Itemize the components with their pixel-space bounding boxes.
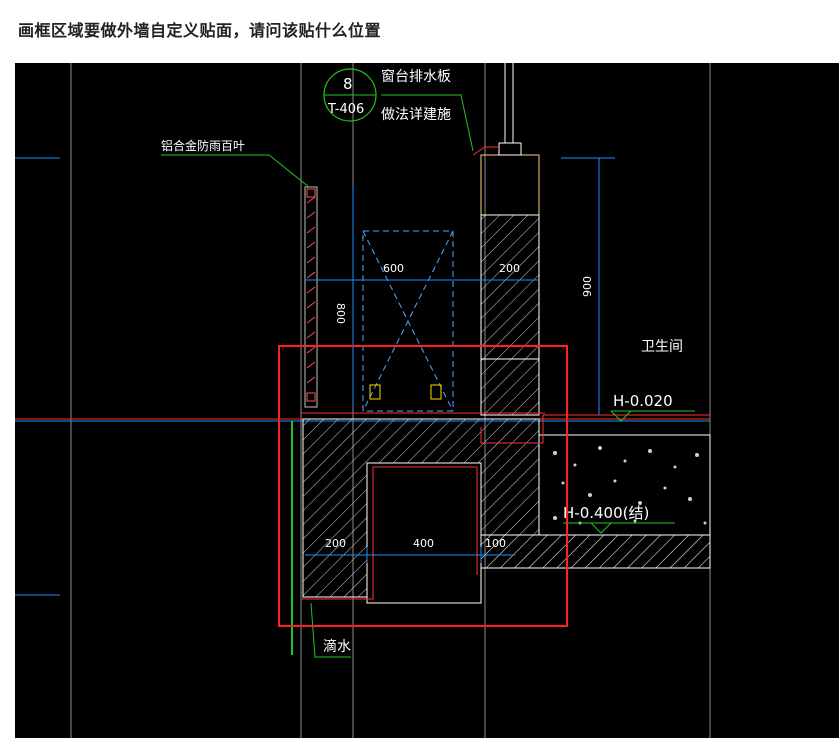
- upper-wall: [480, 154, 540, 416]
- louver-label: 铝合金防雨百叶: [161, 138, 245, 153]
- slab-void: [366, 462, 482, 604]
- dim-600: 600: [383, 262, 404, 275]
- room-label: 卫生间: [641, 339, 683, 355]
- level-finish: H-0.020: [613, 392, 673, 410]
- louver-leader: [161, 154, 310, 188]
- equipment-box: [362, 230, 454, 412]
- drip-leader: [310, 602, 351, 658]
- callout-number: 8: [343, 75, 353, 93]
- dim-200-bottom: 200: [325, 537, 346, 550]
- slab-bottom-band: [480, 534, 711, 569]
- drip-line: [301, 466, 478, 600]
- detail-callout: 8 T-406: [323, 68, 377, 122]
- note-line-1: 窗台排水板: [381, 68, 451, 85]
- dimension-lines: [305, 158, 600, 563]
- question-title: 画框区域要做外墙自定义贴面，请问该贴什么位置: [18, 21, 382, 40]
- note-leader: [381, 94, 474, 152]
- level-finish-marker: H-0.020: [610, 392, 695, 422]
- level-struct-marker: H-0.400(结): [563, 504, 675, 534]
- cad-drawing-viewport: 600 200 900 800 200 400 100 8 T-406 窗台排水…: [15, 63, 839, 738]
- note-line-2: 做法详建施: [381, 107, 451, 123]
- dim-800: 800: [334, 303, 347, 324]
- equipment-feet: [369, 384, 442, 400]
- callout-sheet: T-406: [327, 102, 364, 117]
- level-struct: H-0.400(结): [563, 504, 649, 522]
- dim-900: 900: [581, 276, 594, 297]
- highlight-frame: [278, 345, 568, 627]
- louver: [304, 186, 318, 408]
- drip-label: 滴水: [323, 638, 351, 655]
- dim-200-top: 200: [499, 262, 520, 275]
- dim-400: 400: [413, 537, 434, 550]
- cad-section-drawing: 600 200 900 800 200 400 100 8 T-406 窗台排水…: [15, 63, 711, 738]
- window-sill: [472, 63, 522, 156]
- dim-100: 100: [485, 537, 506, 550]
